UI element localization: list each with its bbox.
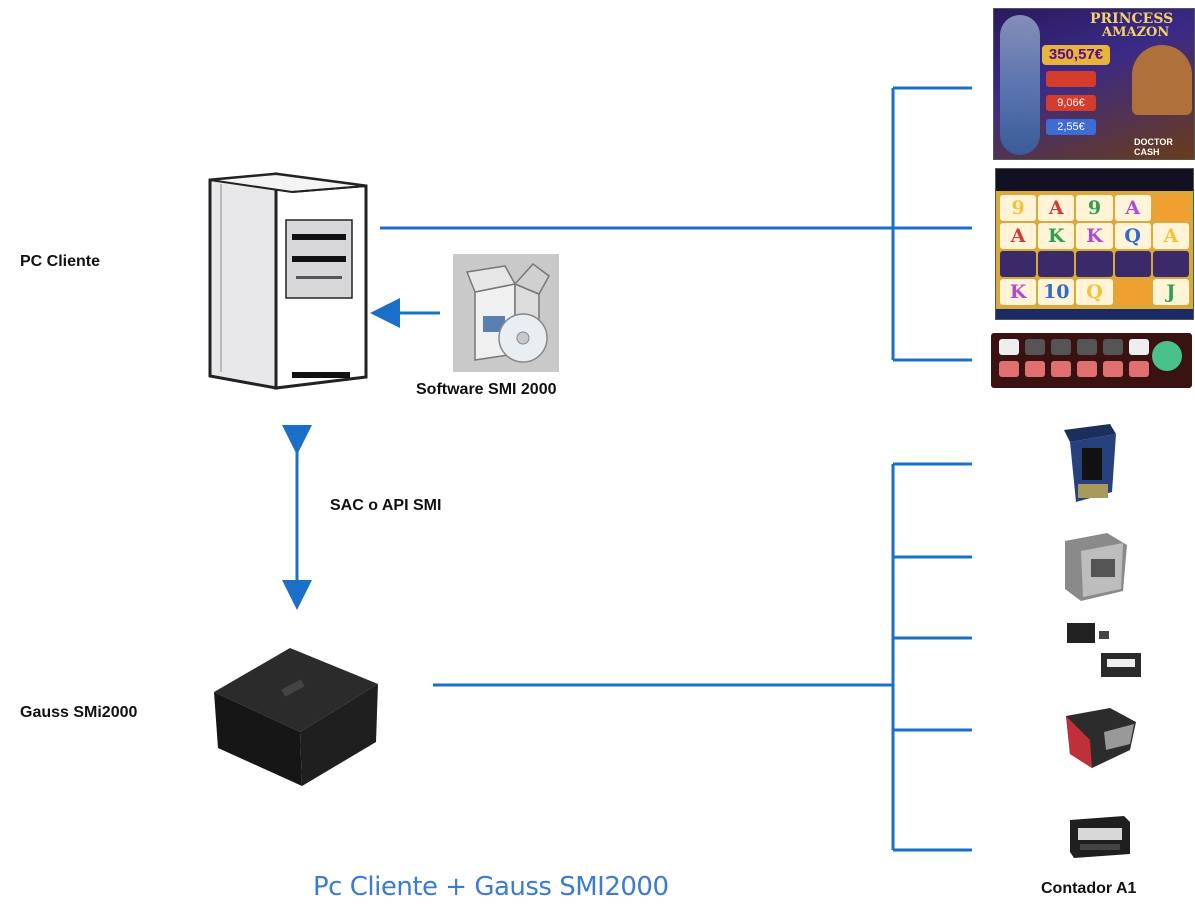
hopper-icon: [1066, 708, 1136, 768]
reel-symbol: [1000, 251, 1037, 277]
reel-symbol: [1114, 251, 1151, 277]
jackpot-4: 2,55€: [1046, 119, 1096, 135]
diagram-caption: Pc Cliente + Gauss SMI2000: [313, 872, 669, 902]
bill-validator-icon: [1064, 424, 1116, 502]
button-panel: [991, 333, 1192, 388]
contador-label: Contador A1: [1041, 880, 1137, 897]
reel-symbol: Q: [1076, 279, 1113, 305]
reel-symbol: [1076, 251, 1113, 277]
game-title-1: PRINCESS: [1090, 11, 1174, 27]
reel-symbol: A: [1114, 195, 1151, 221]
gauss-device-icon: [214, 648, 378, 786]
promo-text: DOCTOR CASH: [1134, 137, 1173, 157]
reel-symbol: A: [1038, 195, 1075, 221]
reel-symbol: Q: [1114, 223, 1151, 249]
game-screen-jackpot: PRINCESS AMAZON 350,57€ 9,06€ 2,55€ DOCT…: [993, 8, 1195, 160]
reel-symbol: K: [1076, 223, 1113, 249]
princess-figure: [1132, 45, 1192, 115]
game-title-2: AMAZON: [1102, 25, 1170, 40]
reel-symbol: 9: [1000, 195, 1037, 221]
counters-icon: [1067, 623, 1141, 677]
reel-symbol: A: [1152, 223, 1189, 249]
reel-symbol: K: [1038, 223, 1075, 249]
jackpot-2: [1046, 71, 1096, 87]
reel-symbol: [1114, 279, 1151, 305]
reel-symbol: J: [1152, 279, 1189, 305]
reel-symbol: A: [1000, 223, 1037, 249]
sac-api-label: SAC o API SMI: [330, 497, 442, 514]
pc-tower-icon: [208, 172, 368, 390]
reel-symbol: 9: [1076, 195, 1113, 221]
reel-symbol: [1152, 195, 1189, 221]
reel-symbol: [1038, 251, 1075, 277]
pc-cliente-label: PC Cliente: [20, 253, 101, 270]
software-box-icon: [453, 254, 559, 372]
jackpot-1: 350,57€: [1042, 45, 1110, 65]
jackpot-3: 9,06€: [1046, 95, 1096, 111]
reel-symbol: 10: [1038, 279, 1075, 305]
coin-validator-icon: [1065, 533, 1127, 601]
contador-a1-icon: [1070, 816, 1130, 858]
gauss-label: Gauss SMi2000: [20, 704, 138, 721]
software-label: Software SMI 2000: [416, 381, 557, 398]
reel-symbol: [1152, 251, 1189, 277]
reel-symbol: K: [1000, 279, 1037, 305]
